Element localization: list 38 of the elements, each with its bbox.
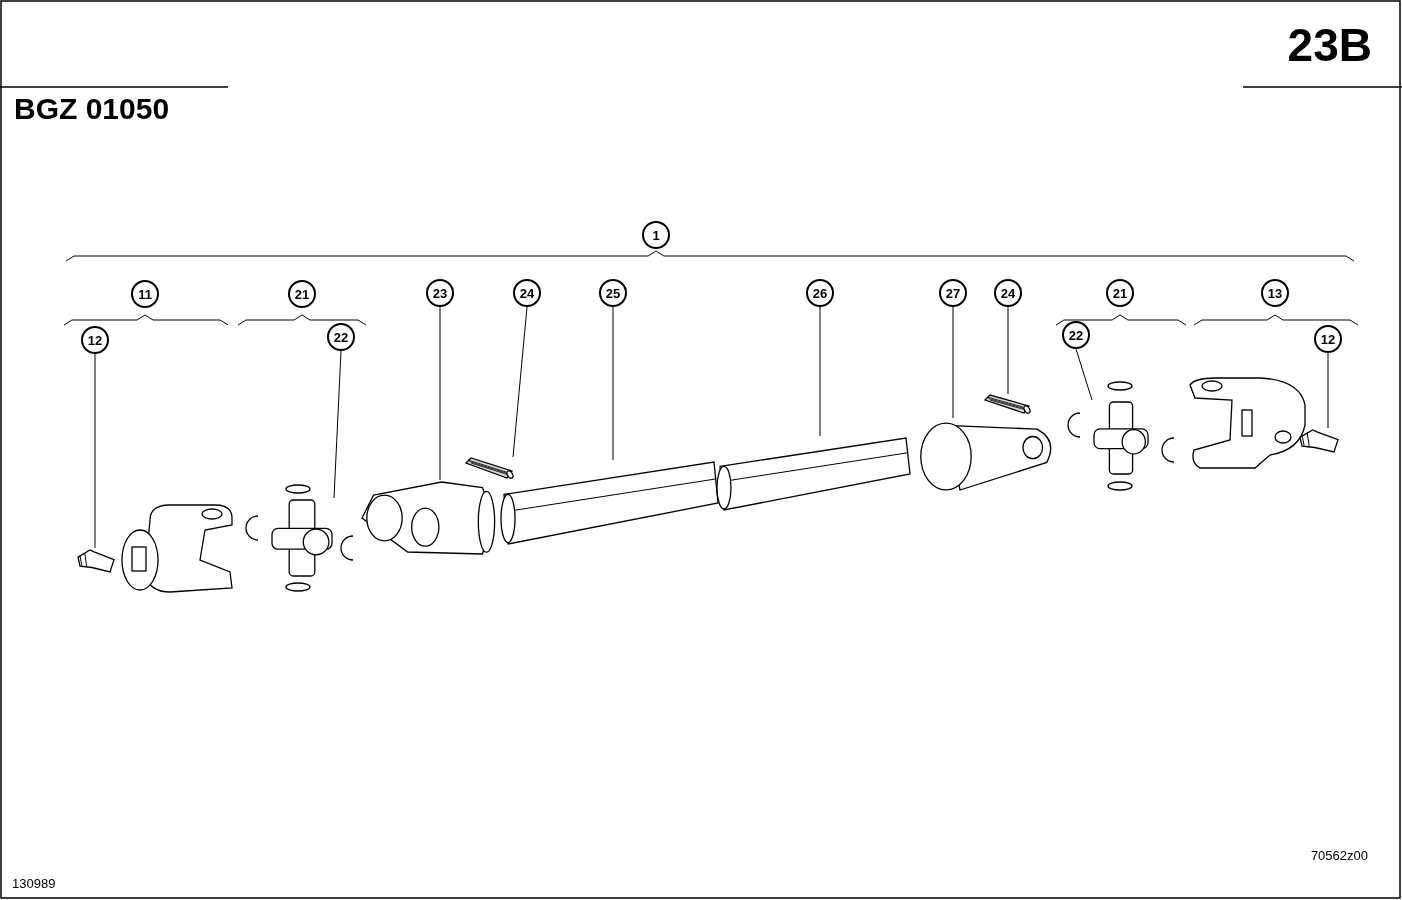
callout-number: 22 (1062, 321, 1090, 349)
leader-line (1007, 306, 1009, 395)
callout-number: 11 (131, 280, 159, 308)
page-number: 23B (1287, 18, 1372, 72)
callout-number: 25 (599, 279, 627, 307)
tube-drawing (500, 460, 720, 546)
bolt-drawing (1298, 428, 1340, 454)
leader-line (439, 306, 441, 481)
drawing-number: BGZ 01050 (14, 92, 170, 126)
callout-number: 21 (288, 280, 316, 308)
callout-number: 12 (81, 326, 109, 354)
pin-drawing (465, 457, 513, 479)
callout-number: 27 (939, 279, 967, 307)
callout-number: 24 (513, 279, 541, 307)
callout-number: 23 (426, 279, 454, 307)
bolt-drawing (76, 548, 116, 574)
callout-number: 24 (994, 279, 1022, 307)
leader-line (94, 353, 96, 549)
universal-joint-cross-drawing (270, 498, 334, 578)
universal-joint-cross-drawing (1092, 400, 1150, 476)
leader-line (819, 306, 821, 437)
date-code: 130989 (12, 876, 56, 891)
callout-number: 21 (1106, 279, 1134, 307)
pin-drawing (984, 394, 1030, 414)
callout-number: 1 (642, 221, 670, 249)
callout-number: 26 (806, 279, 834, 307)
leader-line (1327, 352, 1329, 429)
yoke-drawing (360, 480, 496, 556)
callout-number: 22 (327, 323, 355, 351)
figure-code: 70562z00 (1310, 848, 1368, 863)
leader-line (952, 306, 954, 419)
tube-drawing (716, 436, 912, 512)
leader-line (512, 306, 528, 458)
leader-line (612, 306, 614, 461)
callout-number: 12 (1314, 325, 1342, 353)
leader-line (1075, 348, 1093, 401)
leader-line (333, 350, 342, 499)
callout-number: 13 (1261, 279, 1289, 307)
